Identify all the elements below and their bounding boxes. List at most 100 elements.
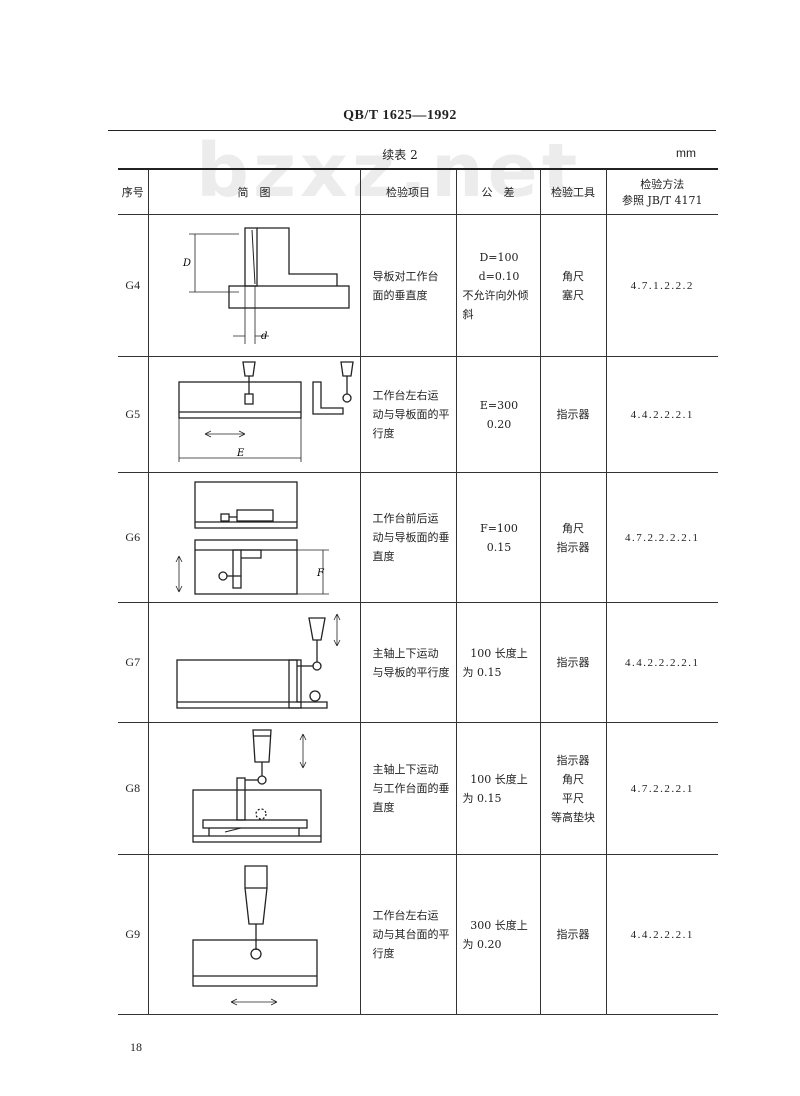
tolerance-line: 斜 xyxy=(462,307,474,321)
tool-line: 平尺 xyxy=(562,791,584,805)
label-d-upper: D xyxy=(182,258,191,269)
row-item: 导板对工作台 面的垂直度 xyxy=(359,214,457,357)
spindle-guide-parallel-icon xyxy=(175,613,340,709)
item-line: 导板对工作台 xyxy=(372,269,439,283)
tolerance-line: d=0.10 xyxy=(478,269,520,283)
tool-line: 塞尺 xyxy=(562,288,584,302)
row-diagram xyxy=(147,854,361,1015)
tool-line: 指示器 xyxy=(556,656,590,669)
row-tools: 角尺 塞尺 xyxy=(539,214,607,357)
row-item: 主轴上下运动 与导板的平行度 xyxy=(359,602,457,723)
row-tolerance: 100 长度上 为 0.15 xyxy=(455,602,541,723)
col-header-no: 序号 xyxy=(118,168,149,215)
row-diagram: E xyxy=(147,356,361,473)
row-item: 工作台左右运 动与导板面的平 行度 xyxy=(359,356,457,473)
table-lateral-indicator-icon: E xyxy=(177,360,354,462)
item-line: 工作台前后运 xyxy=(372,512,439,525)
table-caption: 续表 2 xyxy=(382,148,418,162)
row-tools: 指示器 xyxy=(539,854,607,1015)
row-method: 4.4.2.2.2.1 xyxy=(605,356,718,473)
tolerance-line: F=100 xyxy=(480,521,518,535)
tolerance-line: 100 长度上 xyxy=(470,646,528,660)
item-line: 动与导板面的平 xyxy=(372,408,450,421)
label-e: E xyxy=(236,448,245,459)
tolerance-line: 100 长度上 xyxy=(470,772,528,786)
row-item: 工作台左右运 动与其台面的平 行度 xyxy=(359,854,457,1015)
tool-line: 角尺 xyxy=(562,269,584,283)
tool-line: 指示器 xyxy=(556,753,590,767)
col-header-method: 检验方法 参照 JB/T 4171 xyxy=(605,168,718,215)
item-line: 行度 xyxy=(372,947,395,960)
page-number: 18 xyxy=(130,1040,142,1054)
col-header-method-ref: 参照 JB/T 4171 xyxy=(621,194,703,207)
row-method: 4.7.2.2.2.1 xyxy=(605,722,718,855)
header-rule xyxy=(108,130,716,131)
inspection-table: 序号 简 图 检验项目 公 差 检验工具 检验方法 参照 JB/T 4171 G… xyxy=(118,168,718,1015)
row-method: 4.4.2.2.2.1 xyxy=(605,854,718,1015)
row-tools: 指示器 角尺 平尺 等高垫块 xyxy=(539,722,607,855)
row-tolerance: 300 长度上 为 0.20 xyxy=(455,854,541,1015)
tool-line: 角尺 xyxy=(562,521,584,535)
item-line: 直度 xyxy=(372,801,395,814)
row-method: 4.4.2.2.2.2.1 xyxy=(605,602,718,723)
tolerance-line: 为 0.15 xyxy=(462,665,502,679)
col-header-method-title: 检验方法 xyxy=(640,178,685,191)
row-method: 4.7.2.2.2.2.1 xyxy=(605,472,718,603)
col-header-tolerance: 公 差 xyxy=(455,168,541,215)
table-row: G7 主轴上下运动 与导板的平行度 100 长度上 xyxy=(118,602,718,723)
item-line: 面的垂直度 xyxy=(372,288,428,302)
tool-line: 指示器 xyxy=(556,408,590,421)
row-tolerance: D=100 d=0.10 不允许向外倾 斜 xyxy=(455,214,541,357)
standard-code: QB/T 1625—1992 xyxy=(343,108,457,123)
table-header-row: 序号 简 图 检验项目 公 差 检验工具 检验方法 参照 JB/T 4171 xyxy=(118,168,718,215)
row-diagram: D d xyxy=(147,214,361,357)
row-number: G7 xyxy=(118,602,149,723)
table-fore-aft-indicator-icon: F xyxy=(175,480,329,595)
row-tools: 角尺 指示器 xyxy=(539,472,607,603)
tool-line: 角尺 xyxy=(562,772,584,786)
col-header-tools: 检验工具 xyxy=(539,168,607,215)
col-header-item: 检验项目 xyxy=(359,168,457,215)
tool-line: 指示器 xyxy=(556,540,590,554)
item-line: 工作台左右运 xyxy=(372,909,439,922)
row-item: 工作台前后运 动与导板面的垂 直度 xyxy=(359,472,457,603)
tolerance-line: 为 0.20 xyxy=(462,937,502,951)
tolerance-line: 0.15 xyxy=(486,540,512,554)
row-number: G9 xyxy=(118,854,149,1015)
item-line: 直度 xyxy=(372,550,395,563)
row-number: G8 xyxy=(118,722,149,855)
row-diagram xyxy=(147,602,361,723)
row-method: 4.7.1.2.2.2 xyxy=(605,214,718,357)
item-line: 行度 xyxy=(372,427,395,440)
row-tolerance: F=100 0.15 xyxy=(455,472,541,603)
item-line: 主轴上下运动 xyxy=(372,646,439,660)
table-row: G8 主 xyxy=(118,722,718,855)
item-line: 动与导板面的垂 xyxy=(372,531,450,544)
tolerance-line: 300 长度上 xyxy=(470,918,528,932)
table-row: G4 D d 导板对工作台 面的垂直度 D xyxy=(118,214,718,357)
table-row: G9 工作台左右运 动与其台面的平 行度 300 长度上 为 0.20 xyxy=(118,854,718,1015)
table-row: G6 F xyxy=(118,472,718,603)
table-surface-parallel-icon xyxy=(191,864,318,1005)
row-item: 主轴上下运动 与工作台面的垂 直度 xyxy=(359,722,457,855)
row-tolerance: 100 长度上 为 0.15 xyxy=(455,722,541,855)
tolerance-line: E=300 xyxy=(479,398,519,412)
item-line: 与工作台面的垂 xyxy=(372,782,450,795)
tool-line: 指示器 xyxy=(556,928,590,941)
row-number: G4 xyxy=(118,214,149,357)
unit-label: mm xyxy=(676,146,696,160)
row-number: G6 xyxy=(118,472,149,603)
tolerance-line: 不允许向外倾 xyxy=(462,288,529,302)
item-line: 工作台左右运 xyxy=(372,389,439,402)
row-number: G5 xyxy=(118,356,149,473)
tolerance-line: D=100 xyxy=(479,250,519,264)
row-tools: 指示器 xyxy=(539,356,607,473)
row-diagram: F xyxy=(147,472,361,603)
label-d-lower: d xyxy=(261,331,267,342)
tolerance-line: 为 0.15 xyxy=(462,791,502,805)
tool-line: 等高垫块 xyxy=(551,810,595,824)
table-row: G5 E xyxy=(118,356,718,473)
square-vertical-icon: D d xyxy=(182,226,350,344)
spindle-table-perpendicular-icon xyxy=(191,728,322,843)
col-header-diagram: 简 图 xyxy=(147,168,361,215)
